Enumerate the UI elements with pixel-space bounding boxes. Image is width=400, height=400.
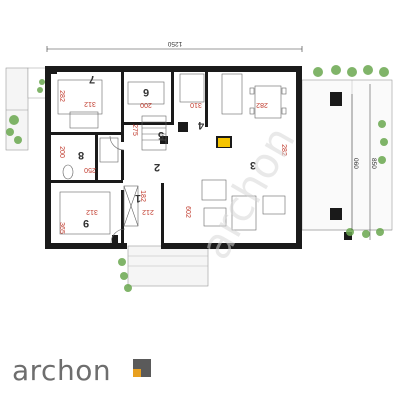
dim-room5-height: 275 [131,124,138,136]
room-label-4: 4 [197,119,204,131]
right-dimension-lines: 060 850 [351,84,377,240]
dim-room4-width: 310 [190,101,202,108]
top-dimension-line: 1250 [46,40,303,52]
room-dimensions: 312 282 200 310 282 275 200 250 312 365 … [58,90,287,234]
entrance-steps [127,245,209,287]
dim-room7-width: 312 [84,100,96,107]
right-dimension-b: 850 [370,158,377,169]
dim-room8-width: 250 [84,166,96,173]
dim-room3-depth: 282 [280,144,287,156]
dim-room8-height: 200 [58,146,65,158]
dim-room3-width: 282 [256,101,268,108]
room-label-9: 9 [83,217,89,229]
dim-room9-width: 312 [86,208,98,215]
room-labels: 7 6 4 5 3 2 8 1 9 [78,73,256,229]
room-label-3: 3 [250,159,256,171]
brand-name: archon [12,354,111,387]
dim-room6-width: 200 [140,101,152,108]
dim-room1-width: 212 [142,208,154,215]
room-label-6: 6 [143,86,149,98]
plants [6,65,389,292]
dim-room2-width: 602 [184,206,191,218]
right-terrace [301,79,393,231]
room-label-2: 2 [154,161,160,173]
walls [45,66,302,249]
room-label-8: 8 [78,149,84,161]
room-label-7: 7 [89,73,95,85]
room-label-1: 1 [135,192,141,204]
furniture [57,73,352,244]
dim-room7-height: 282 [58,90,65,102]
right-dimension-a: 060 [352,158,359,169]
room-label-5: 5 [158,129,164,141]
dim-room1-height: 182 [139,190,146,202]
dim-room9-height: 365 [58,222,65,234]
top-dimension-text: 1250 [167,40,182,47]
brand-logo: archon [12,354,151,387]
